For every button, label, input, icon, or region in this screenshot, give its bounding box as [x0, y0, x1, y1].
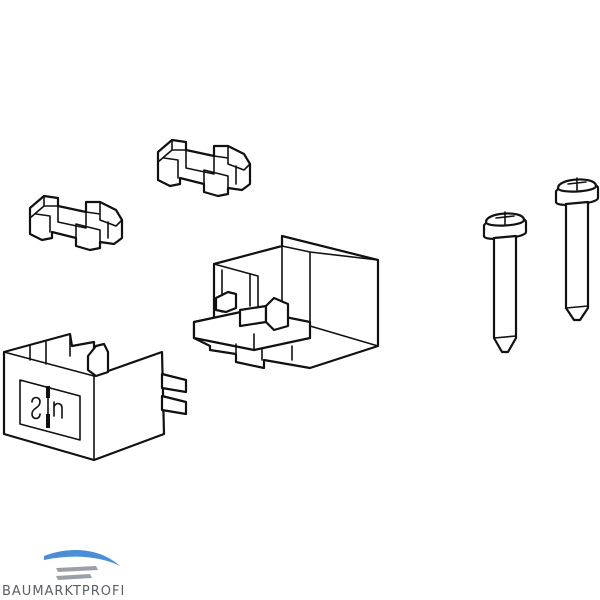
clip-small-icon: [28, 194, 124, 252]
brand-logo-icon: [31, 386, 63, 428]
cover-box-front-icon: [2, 332, 188, 462]
cover-box-back-icon: [192, 234, 380, 370]
screw-long-icon: [554, 177, 600, 322]
watermark-text: BAUMARKTPROFI: [2, 584, 126, 599]
screw-short-icon: [482, 211, 528, 354]
clip-large-icon: [156, 138, 252, 198]
watermark-logo-icon: [44, 550, 120, 580]
